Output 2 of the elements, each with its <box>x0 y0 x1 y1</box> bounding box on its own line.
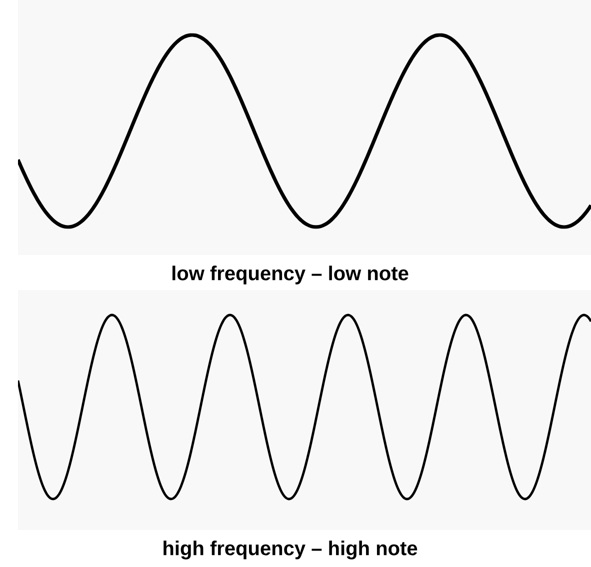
caption-text: low frequency – low note <box>172 266 408 284</box>
caption-text: high frequency – high note <box>164 540 418 560</box>
